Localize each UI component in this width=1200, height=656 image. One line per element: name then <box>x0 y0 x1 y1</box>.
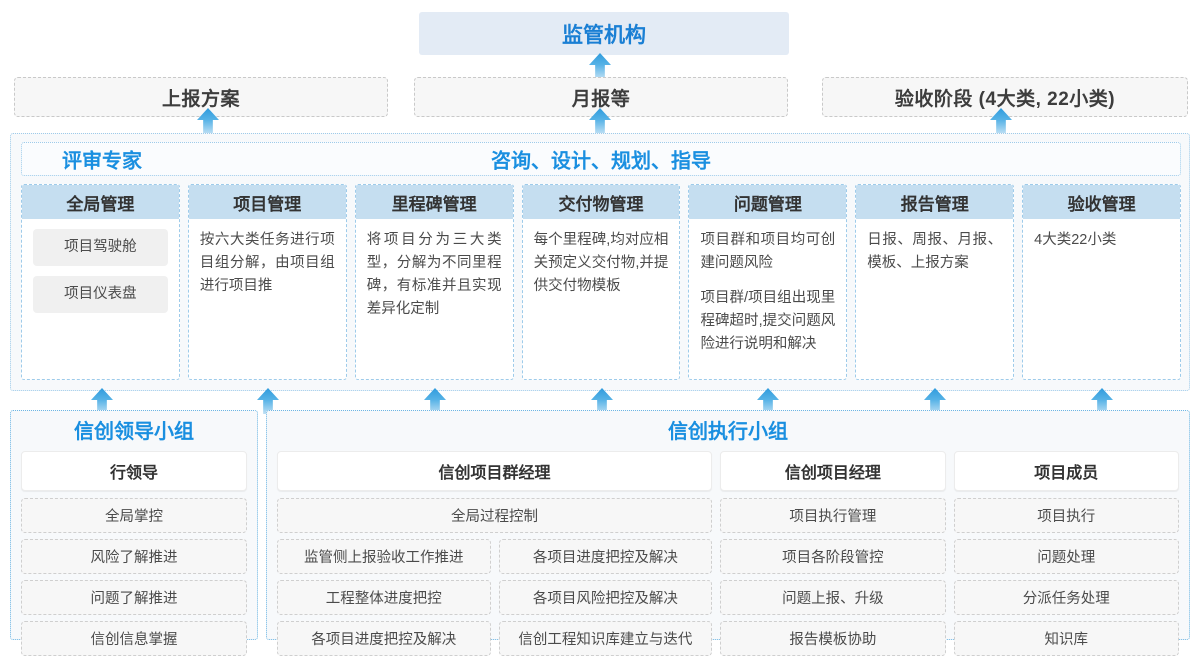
list-item[interactable]: 监管侧上报验收工作推进 <box>277 539 491 574</box>
panel-leader-group: 信创领导小组 行领导 全局掌控 风险了解推进 问题了解推进 信创信息掌握 <box>10 410 258 656</box>
submission-label-acceptance: 验收阶段 (4大类, 22小类) <box>894 88 1116 110</box>
pill-item[interactable]: 项目驾驶舱 <box>33 229 168 266</box>
list-item[interactable]: 工程整体进度把控 <box>277 580 491 615</box>
team-bands: 信创领导小组 行领导 全局掌控 风险了解推进 问题了解推进 信创信息掌握 信创执… <box>10 410 1190 656</box>
panel-title: 信创领导小组 <box>74 421 194 443</box>
column-head: 全局管理 <box>22 185 179 219</box>
column-body: 4大类22小类 <box>1023 219 1180 379</box>
column-paragraph: 按六大类任务进行项目组分解，由项目组进行项目推 <box>199 232 335 294</box>
list-item[interactable]: 项目各阶段管控 <box>720 539 946 574</box>
column-head: 报告管理 <box>856 185 1014 219</box>
column-milestone-management[interactable]: 里程碑管理 将项目分为三大类型，分解为不同里程碑，有标准并且实现差异化定制 <box>354 184 514 380</box>
column-paragraph: 将项目分为三大类型，分解为不同里程碑，有标准并且实现差异化定制 <box>366 232 502 317</box>
exec-col-project-manager: 信创项目经理 项目执行管理 项目各阶段管控 问题上报、升级 报告模板协助 <box>720 451 946 656</box>
regulator-label: 监管机构 <box>562 23 646 47</box>
column-issue-management[interactable]: 问题管理 项目群和项目均可创建问题风险 项目群/项目组出现里程碑超时,提交问题风… <box>688 184 848 380</box>
list-item[interactable]: 信创信息掌握 <box>21 621 247 656</box>
submission-box-acceptance: 验收阶段 (4大类, 22小类) <box>822 77 1188 117</box>
column-report-management[interactable]: 报告管理 日报、周报、月报、模板、上报方案 <box>855 184 1015 380</box>
column-head: 验收管理 <box>1023 185 1181 219</box>
submission-label-monthly: 月报等 <box>571 88 631 110</box>
sub-head-project-manager[interactable]: 信创项目经理 <box>720 451 946 491</box>
list-item[interactable]: 各项目风险把控及解决 <box>498 580 713 615</box>
role-strip: 评审专家 咨询、设计、规划、指导 <box>21 142 1181 176</box>
column-body: 项目驾驶舱 项目仪表盘 <box>22 219 179 379</box>
list-item[interactable]: 问题处理 <box>953 539 1179 574</box>
column-body: 将项目分为三大类型，分解为不同里程碑，有标准并且实现差异化定制 <box>356 219 513 379</box>
list-item[interactable]: 报告模板协助 <box>720 621 946 656</box>
column-head: 问题管理 <box>689 185 847 219</box>
column-global-management[interactable]: 全局管理 项目驾驶舱 项目仪表盘 <box>21 184 180 380</box>
consulting-band: 评审专家 咨询、设计、规划、指导 全局管理 项目驾驶舱 项目仪表盘 项目管理 按… <box>10 133 1190 391</box>
pill-item[interactable]: 项目仪表盘 <box>33 275 168 313</box>
submission-box-plan: 上报方案 <box>14 77 388 117</box>
list-item[interactable]: 问题了解推进 <box>21 580 247 615</box>
sub-head-program-manager[interactable]: 信创项目群经理 <box>277 451 713 491</box>
list-item[interactable]: 各项目进度把控及解决 <box>498 539 713 574</box>
sub-head-members[interactable]: 项目成员 <box>953 451 1179 491</box>
exec-col-members: 项目成员 项目执行 问题处理 分派任务处理 知识库 <box>953 451 1179 656</box>
list-item[interactable]: 各项目进度把控及解决 <box>277 621 491 656</box>
column-head: 交付物管理 <box>522 185 680 219</box>
column-paragraph: 项目群/项目组出现里程碑超时,提交问题风险进行说明和解决 <box>700 289 836 352</box>
column-acceptance-management[interactable]: 验收管理 4大类22小类 <box>1022 184 1182 380</box>
panel-exec-group: 信创执行小组 信创项目群经理 全局过程控制 监管侧上报验收工作推进 工程整体进度… <box>266 410 1190 656</box>
leader-item-list: 全局掌控 风险了解推进 问题了解推进 信创信息掌握 <box>21 498 247 656</box>
column-head: 项目管理 <box>188 185 346 219</box>
program-manager-grid-right: 各项目进度把控及解决 各项目风险把控及解决 信创工程知识库建立与迭代 <box>498 539 713 656</box>
exec-columns: 信创项目群经理 全局过程控制 监管侧上报验收工作推进 工程整体进度把控 各项目进… <box>277 451 1179 656</box>
column-paragraph: 每个里程碑,均对应相关预定义交付物,并提供交付物模板 <box>533 232 669 294</box>
list-item[interactable]: 项目执行管理 <box>720 498 946 533</box>
submission-label-plan: 上报方案 <box>161 88 240 110</box>
role-label-expert: 评审专家 <box>62 150 142 173</box>
list-item[interactable]: 信创工程知识库建立与迭代 <box>498 621 713 656</box>
arrow-monthly-to-regulator <box>589 53 611 79</box>
regulator-box: 监管机构 <box>419 12 789 55</box>
list-item[interactable]: 问题上报、升级 <box>720 580 946 615</box>
column-body: 项目群和项目均可创建问题风险 项目群/项目组出现里程碑超时,提交问题风险进行说明… <box>689 219 846 379</box>
exec-col-program-manager: 信创项目群经理 全局过程控制 监管侧上报验收工作推进 工程整体进度把控 各项目进… <box>277 451 713 656</box>
list-item[interactable]: 知识库 <box>953 621 1179 656</box>
list-item[interactable]: 风险了解推进 <box>21 539 247 574</box>
program-manager-grid-left: 监管侧上报验收工作推进 工程整体进度把控 各项目进度把控及解决 <box>277 539 491 656</box>
list-item[interactable]: 项目执行 <box>953 498 1179 533</box>
sub-head-bank-leader[interactable]: 行领导 <box>21 451 247 491</box>
list-item[interactable]: 全局掌控 <box>21 498 247 533</box>
column-project-management[interactable]: 项目管理 按六大类任务进行项目组分解，由项目组进行项目推 <box>187 184 347 380</box>
list-item-full[interactable]: 全局过程控制 <box>277 498 713 533</box>
role-label-consulting: 咨询、设计、规划、指导 <box>491 150 711 173</box>
column-body: 每个里程碑,均对应相关预定义交付物,并提供交付物模板 <box>523 219 680 379</box>
column-paragraph: 4大类22小类 <box>1034 232 1117 248</box>
column-body: 日报、周报、月报、模板、上报方案 <box>856 219 1013 379</box>
column-paragraph: 日报、周报、月报、模板、上报方案 <box>867 232 1003 271</box>
column-head: 里程碑管理 <box>355 185 513 219</box>
program-manager-grid: 监管侧上报验收工作推进 工程整体进度把控 各项目进度把控及解决 各项目进度把控及… <box>277 539 713 656</box>
column-paragraph: 项目群和项目均可创建问题风险 <box>700 232 836 271</box>
list-item[interactable]: 分派任务处理 <box>953 580 1179 615</box>
column-body: 按六大类任务进行项目组分解，由项目组进行项目推 <box>189 219 346 379</box>
management-columns: 全局管理 项目驾驶舱 项目仪表盘 项目管理 按六大类任务进行项目组分解，由项目组… <box>21 184 1182 380</box>
panel-title: 信创执行小组 <box>668 421 788 443</box>
column-deliverable-management[interactable]: 交付物管理 每个里程碑,均对应相关预定义交付物,并提供交付物模板 <box>521 184 681 380</box>
